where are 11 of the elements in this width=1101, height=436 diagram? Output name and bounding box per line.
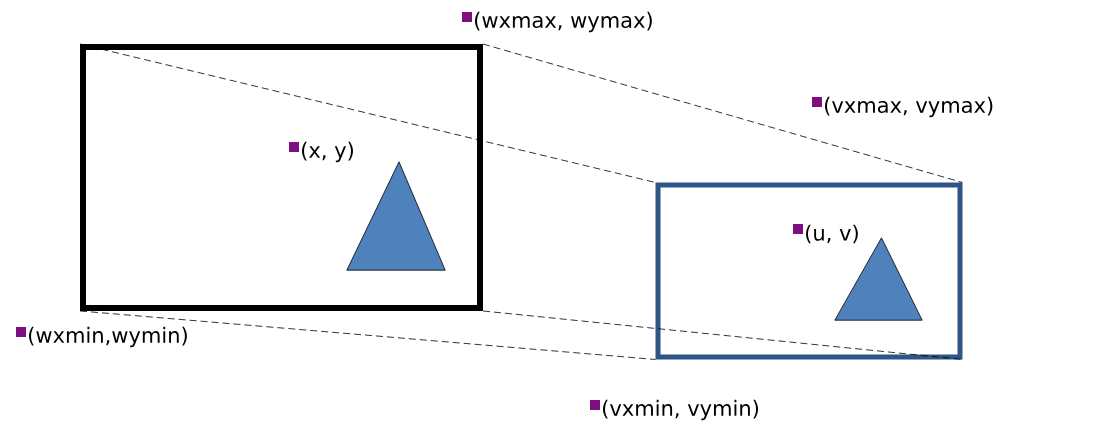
dashed-line xyxy=(79,310,656,360)
coordinate-label: (wxmin,wymin) xyxy=(29,326,187,348)
coordinate-label: (wxmax, wymax) xyxy=(475,11,652,33)
coordinate-label: (x, y) xyxy=(302,141,353,163)
coordinate-label: (vxmin, vymin) xyxy=(603,399,759,421)
window-rectangle xyxy=(80,44,483,311)
coordinate-label: (vxmax, vymax) xyxy=(825,96,993,118)
triangle xyxy=(346,161,446,271)
viewport-rectangle xyxy=(655,182,963,360)
coordinate-label: (u, v) xyxy=(806,224,858,244)
dashed-line xyxy=(482,43,963,183)
